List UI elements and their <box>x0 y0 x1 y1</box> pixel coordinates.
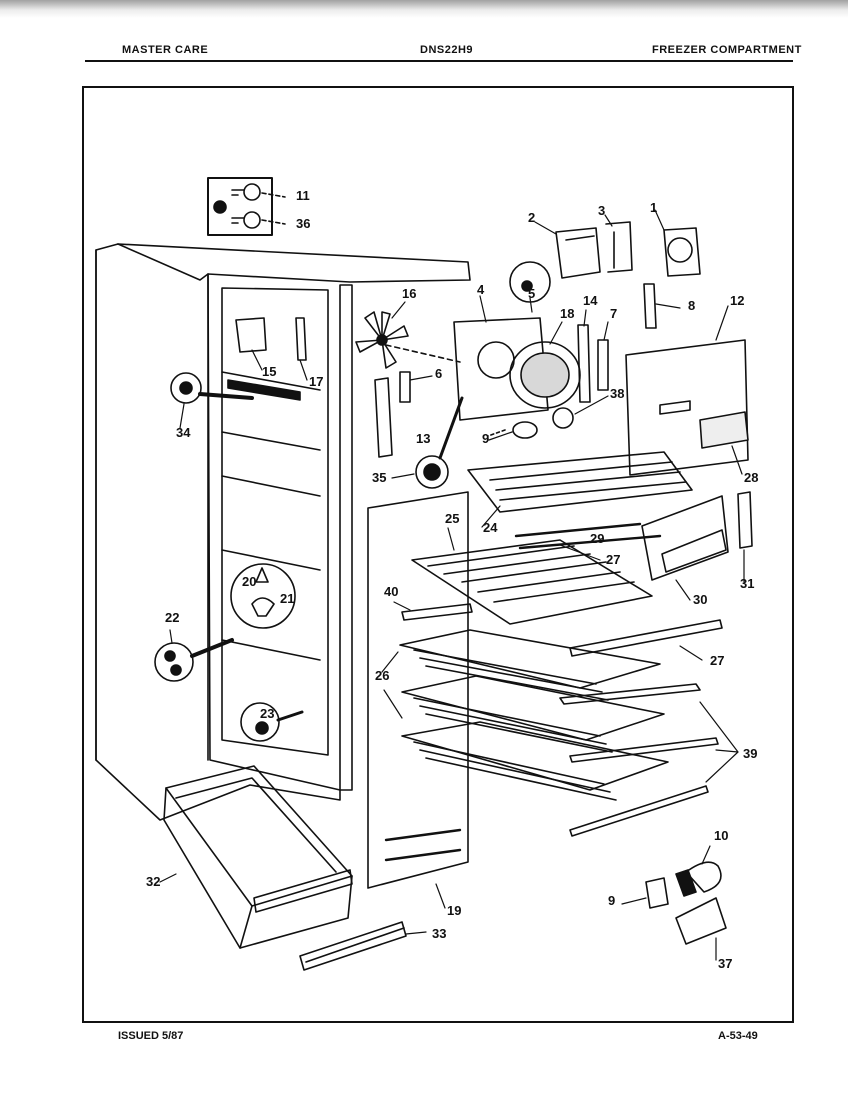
leader-lines <box>159 209 745 961</box>
callout-c32: 32 <box>146 874 160 889</box>
key-inset <box>207 177 286 236</box>
light-assembly <box>487 407 574 439</box>
footer-issued: ISSUED 5/87 <box>118 1030 184 1042</box>
callout-c10: 10 <box>714 828 728 843</box>
callout-c29: 29 <box>590 531 604 546</box>
vertical-strips <box>374 324 609 458</box>
callout-c8: 8 <box>688 298 695 313</box>
callout-c7: 7 <box>610 306 617 321</box>
callout-c4: 4 <box>477 282 485 297</box>
callout-c1: 1 <box>650 200 657 215</box>
callout-c19: 19 <box>447 903 461 918</box>
callout-c27a: 27 <box>606 552 620 567</box>
callout-c20: 20 <box>242 574 256 589</box>
scan-edge-artifact <box>0 0 848 18</box>
storage-bin <box>163 765 353 949</box>
diagram-frame <box>82 86 794 1023</box>
upper-wire-shelf <box>467 451 693 513</box>
callout-c30: 30 <box>693 592 707 607</box>
ice-bin <box>641 491 753 581</box>
callout-c9a: 9 <box>482 431 489 446</box>
callout-c6: 6 <box>435 366 442 381</box>
detail-callout-circles <box>154 317 307 742</box>
fan-blade <box>355 311 461 369</box>
callout-c33: 33 <box>432 926 446 941</box>
callout-c36: 36 <box>296 216 310 231</box>
shelf-rails <box>401 603 723 657</box>
callout-c16: 16 <box>402 286 416 301</box>
callout-c23: 23 <box>260 706 274 721</box>
callout-c15: 15 <box>262 364 276 379</box>
callout-c40: 40 <box>384 584 398 599</box>
callout-c12: 12 <box>730 293 744 308</box>
top-brackets <box>555 221 701 329</box>
door-liner <box>367 491 469 889</box>
kick-strip <box>299 921 407 971</box>
callout-c11: 11 <box>296 188 310 203</box>
callout-c18: 18 <box>560 306 574 321</box>
header-section: FREEZER COMPARTMENT <box>652 44 802 56</box>
callout-c25: 25 <box>445 511 459 526</box>
callout-c27b: 27 <box>710 653 724 668</box>
callout-c14: 14 <box>583 293 598 308</box>
callout-c37: 37 <box>718 956 732 971</box>
callout-c38: 38 <box>610 386 624 401</box>
air-duct-panel <box>625 339 749 476</box>
evaporator-cover <box>453 261 581 421</box>
callout-c17: 17 <box>309 374 323 389</box>
callout-c9b: 9 <box>608 893 615 908</box>
callout-c24: 24 <box>483 520 498 535</box>
callout-c3: 3 <box>598 203 605 218</box>
callout-c35: 35 <box>372 470 386 485</box>
footer-page-code: A-53-49 <box>718 1030 758 1042</box>
lamp-parts <box>645 861 727 945</box>
callout-c21: 21 <box>280 591 294 606</box>
cabinet-body <box>95 243 471 821</box>
control-knob <box>415 396 464 489</box>
callout-c13: 13 <box>416 431 430 446</box>
header-rule <box>85 60 793 62</box>
callout-c39: 39 <box>743 746 757 761</box>
header-brand: MASTER CARE <box>122 44 209 56</box>
callout-c31: 31 <box>740 576 754 591</box>
callout-c28: 28 <box>744 470 758 485</box>
callout-c34: 34 <box>176 425 191 440</box>
callout-c22: 22 <box>165 610 179 625</box>
header-model: DNS22H9 <box>420 44 474 56</box>
callout-c2: 2 <box>528 210 535 225</box>
callout-c26: 26 <box>375 668 389 683</box>
wire-baskets <box>399 629 719 837</box>
callout-c5: 5 <box>528 286 535 301</box>
